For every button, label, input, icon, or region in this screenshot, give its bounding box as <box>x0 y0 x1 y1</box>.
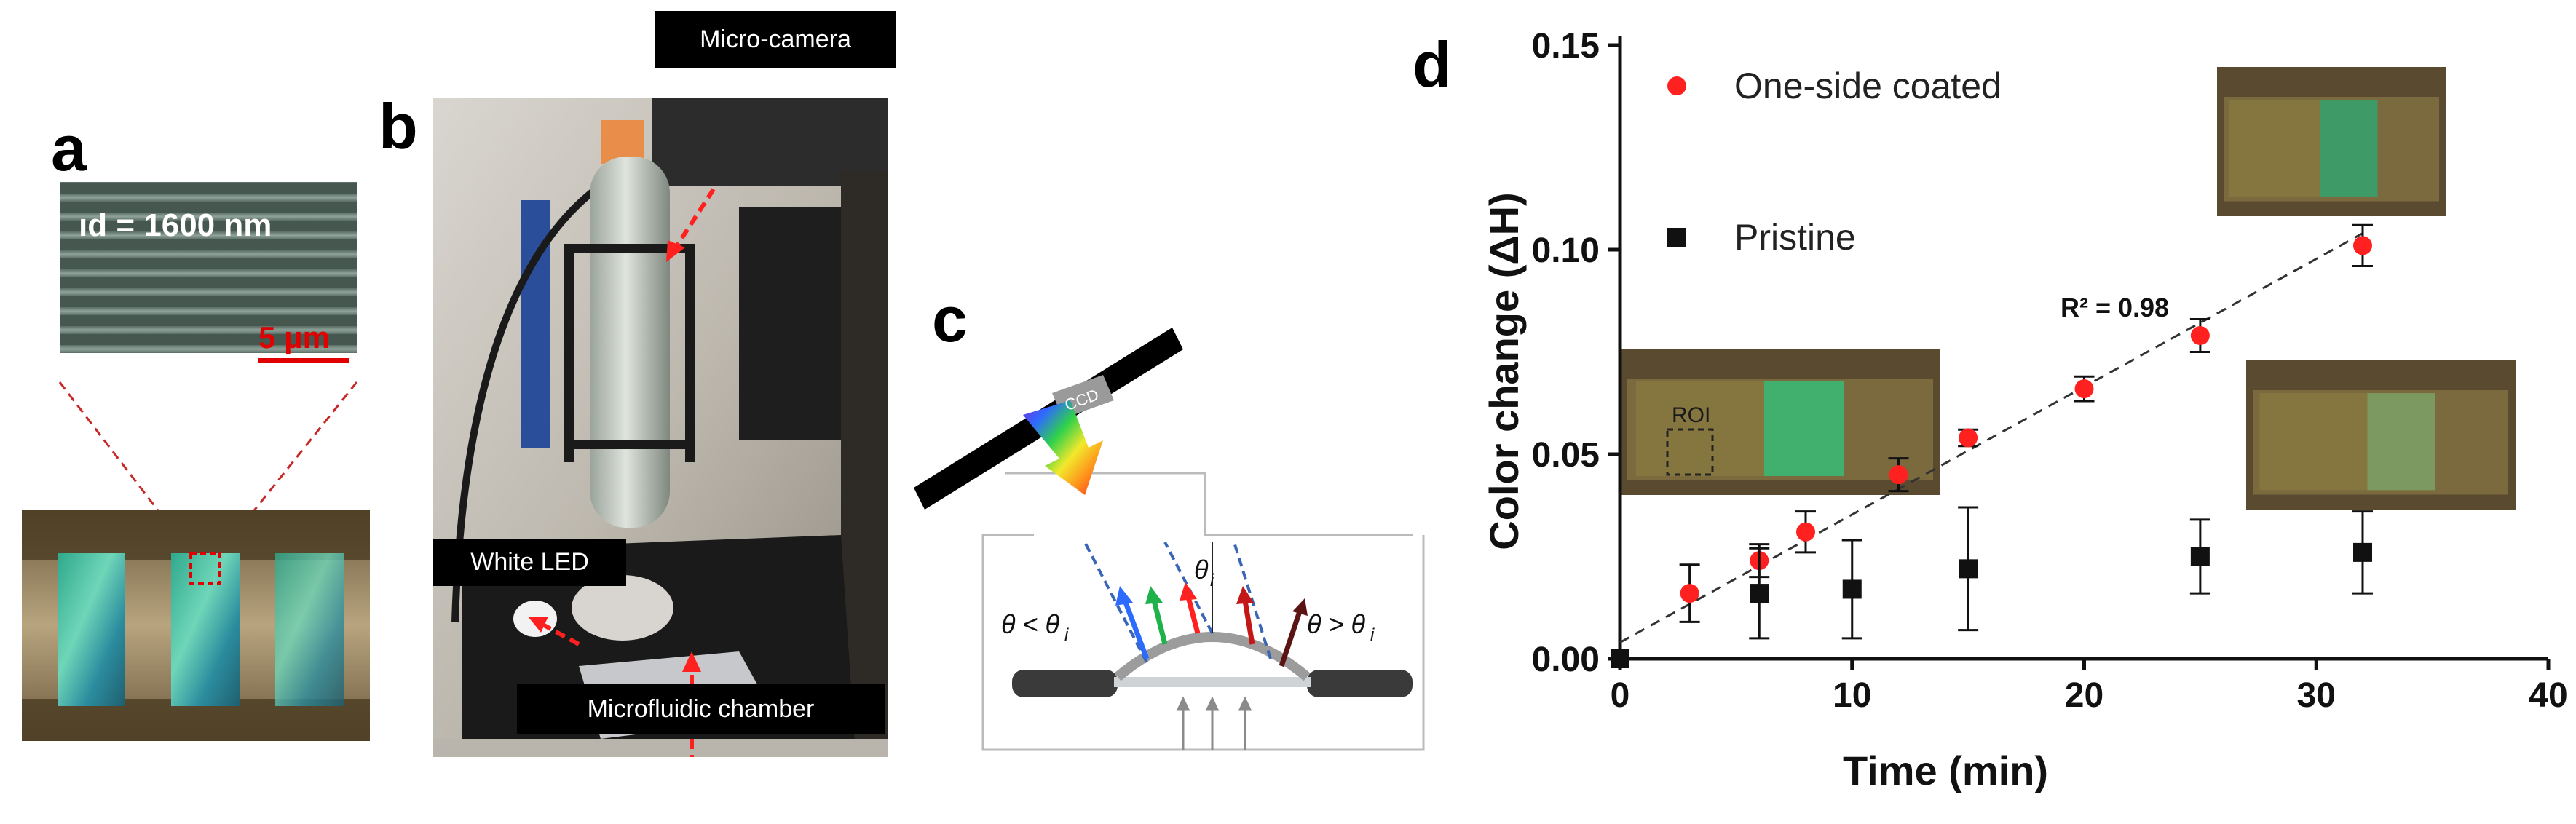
inset-photo-top <box>2217 67 2446 216</box>
inset-roi-label: ROI <box>1672 403 1710 427</box>
y-axis-label: Color change (ΔH) <box>1481 192 1527 550</box>
panel-label-c: c <box>932 283 968 355</box>
x-tick-label: 10 <box>1833 676 1871 715</box>
data-point-pristine <box>2190 547 2210 566</box>
y-tick-label: 0.00 <box>1532 641 1600 679</box>
data-point-pristine <box>1611 649 1629 668</box>
roi-box <box>1666 428 1714 476</box>
x-axis-label: Time (min) <box>1843 748 2048 793</box>
r-squared-annotation: R² = 0.98 <box>2061 293 2169 322</box>
y-tick-label: 0.05 <box>1532 436 1600 475</box>
y-tick-label: 0.10 <box>1532 231 1600 270</box>
inset-photo-right <box>2246 360 2516 510</box>
scale-bar-label: 5 μm <box>258 320 331 354</box>
y-tick-label: 0.15 <box>1532 27 1600 66</box>
inset-photo-left <box>1620 349 1940 495</box>
data-point-coated <box>2074 379 2094 399</box>
data-point-coated <box>1889 465 1908 485</box>
callout-micro-camera: Micro-camera <box>655 11 896 68</box>
data-point-pristine <box>1842 579 1862 599</box>
data-point-coated <box>1959 428 1978 448</box>
grating-micrograph <box>60 182 357 353</box>
x-tick-label: 20 <box>2065 676 2103 715</box>
data-point-pristine <box>1750 584 1769 603</box>
data-point-coated <box>1796 522 1815 542</box>
optics-schematic: θ < θ i θ i θ > θ i CCD <box>914 328 1425 751</box>
panel-label-b: b <box>379 90 418 162</box>
callout-microfluidic-chamber: Microfluidic chamber <box>517 684 885 734</box>
x-tick-label: 40 <box>2529 676 2567 715</box>
legend-label: Pristine <box>1734 217 1856 258</box>
x-tick-label: 0 <box>1611 676 1630 715</box>
svg-text:θ < θ: θ < θ <box>1001 609 1060 639</box>
panel-a-graphic <box>22 182 370 741</box>
panel-label-a: a <box>51 112 87 184</box>
linear-fit-line <box>1619 232 2363 643</box>
svg-text:i: i <box>1064 625 1069 645</box>
svg-text:θ > θ: θ > θ <box>1307 609 1366 639</box>
measurement-label: ıd = 1600 nm <box>79 207 272 243</box>
legend-marker-coated <box>1667 76 1686 95</box>
svg-text:i: i <box>1370 625 1375 645</box>
x-tick-label: 30 <box>2297 676 2336 715</box>
callout-white-led: White LED <box>433 539 626 586</box>
data-point-pristine <box>2353 542 2372 562</box>
legend-label: One-side coated <box>1734 66 2002 106</box>
legend-marker-pristine <box>1667 228 1686 247</box>
svg-text:i: i <box>1210 571 1214 590</box>
data-point-pristine <box>1959 559 1978 579</box>
data-point-coated <box>2190 326 2210 346</box>
data-point-coated <box>2353 236 2372 255</box>
panel-label-d: d <box>1413 28 1452 100</box>
svg-text:θ: θ <box>1194 555 1209 585</box>
data-point-coated <box>1680 584 1699 603</box>
